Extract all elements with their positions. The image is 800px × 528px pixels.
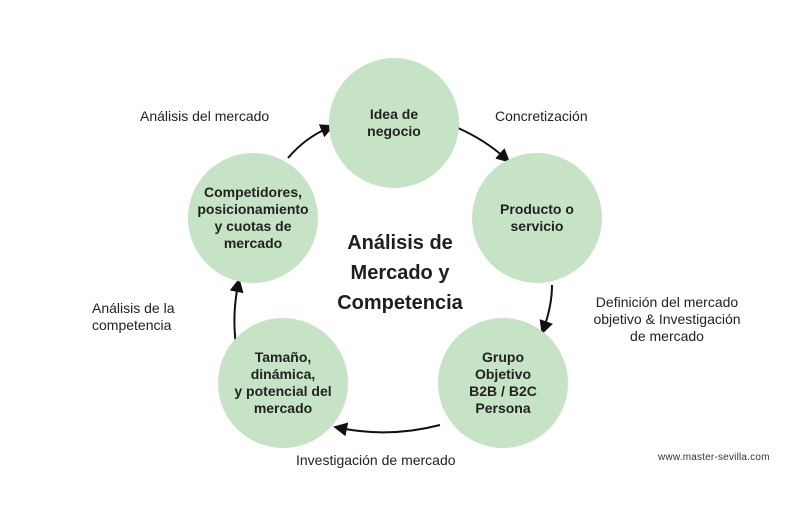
edge-label-analisis-mercado: Análisis del mercado xyxy=(140,108,270,124)
node-producto-label: Producto o servicio xyxy=(500,201,574,234)
node-competidores-label: Competidores, posicionamiento y cuotas d… xyxy=(197,184,309,251)
node-competidores: Competidores, posicionamiento y cuotas d… xyxy=(188,153,318,283)
arrow-producto-to-grupo xyxy=(539,284,553,335)
node-idea-label: Idea de negocio xyxy=(367,106,421,139)
node-grupo-label: Grupo Objetivo B2B / B2C Persona xyxy=(469,349,537,416)
watermark-url: www.master-sevilla.com xyxy=(658,452,770,463)
edge-label-definicion: Definición del mercado objetivo & Invest… xyxy=(593,294,741,344)
center-title: Análisis de Mercado y Competencia xyxy=(337,232,463,314)
node-grupo-objetivo: Grupo Objetivo B2B / B2C Persona xyxy=(438,318,568,448)
edge-label-investigacion: Investigación de mercado xyxy=(296,452,456,468)
arrow-idea-to-producto xyxy=(457,127,511,163)
node-tamano-label: Tamaño, dinámica, y potencial del mercad… xyxy=(234,349,332,416)
node-idea-de-negocio: Idea de negocio xyxy=(329,58,459,188)
arrow-competidores-to-idea xyxy=(287,124,335,159)
node-producto-o-servicio: Producto o servicio xyxy=(472,153,602,283)
edge-label-concretizacion: Concretización xyxy=(495,108,588,124)
arrow-grupo-to-tamano xyxy=(333,422,441,437)
edge-label-analisis-competencia: Análisis de la competencia xyxy=(92,300,175,333)
node-tamano-mercado: Tamaño, dinámica, y potencial del mercad… xyxy=(218,318,348,448)
